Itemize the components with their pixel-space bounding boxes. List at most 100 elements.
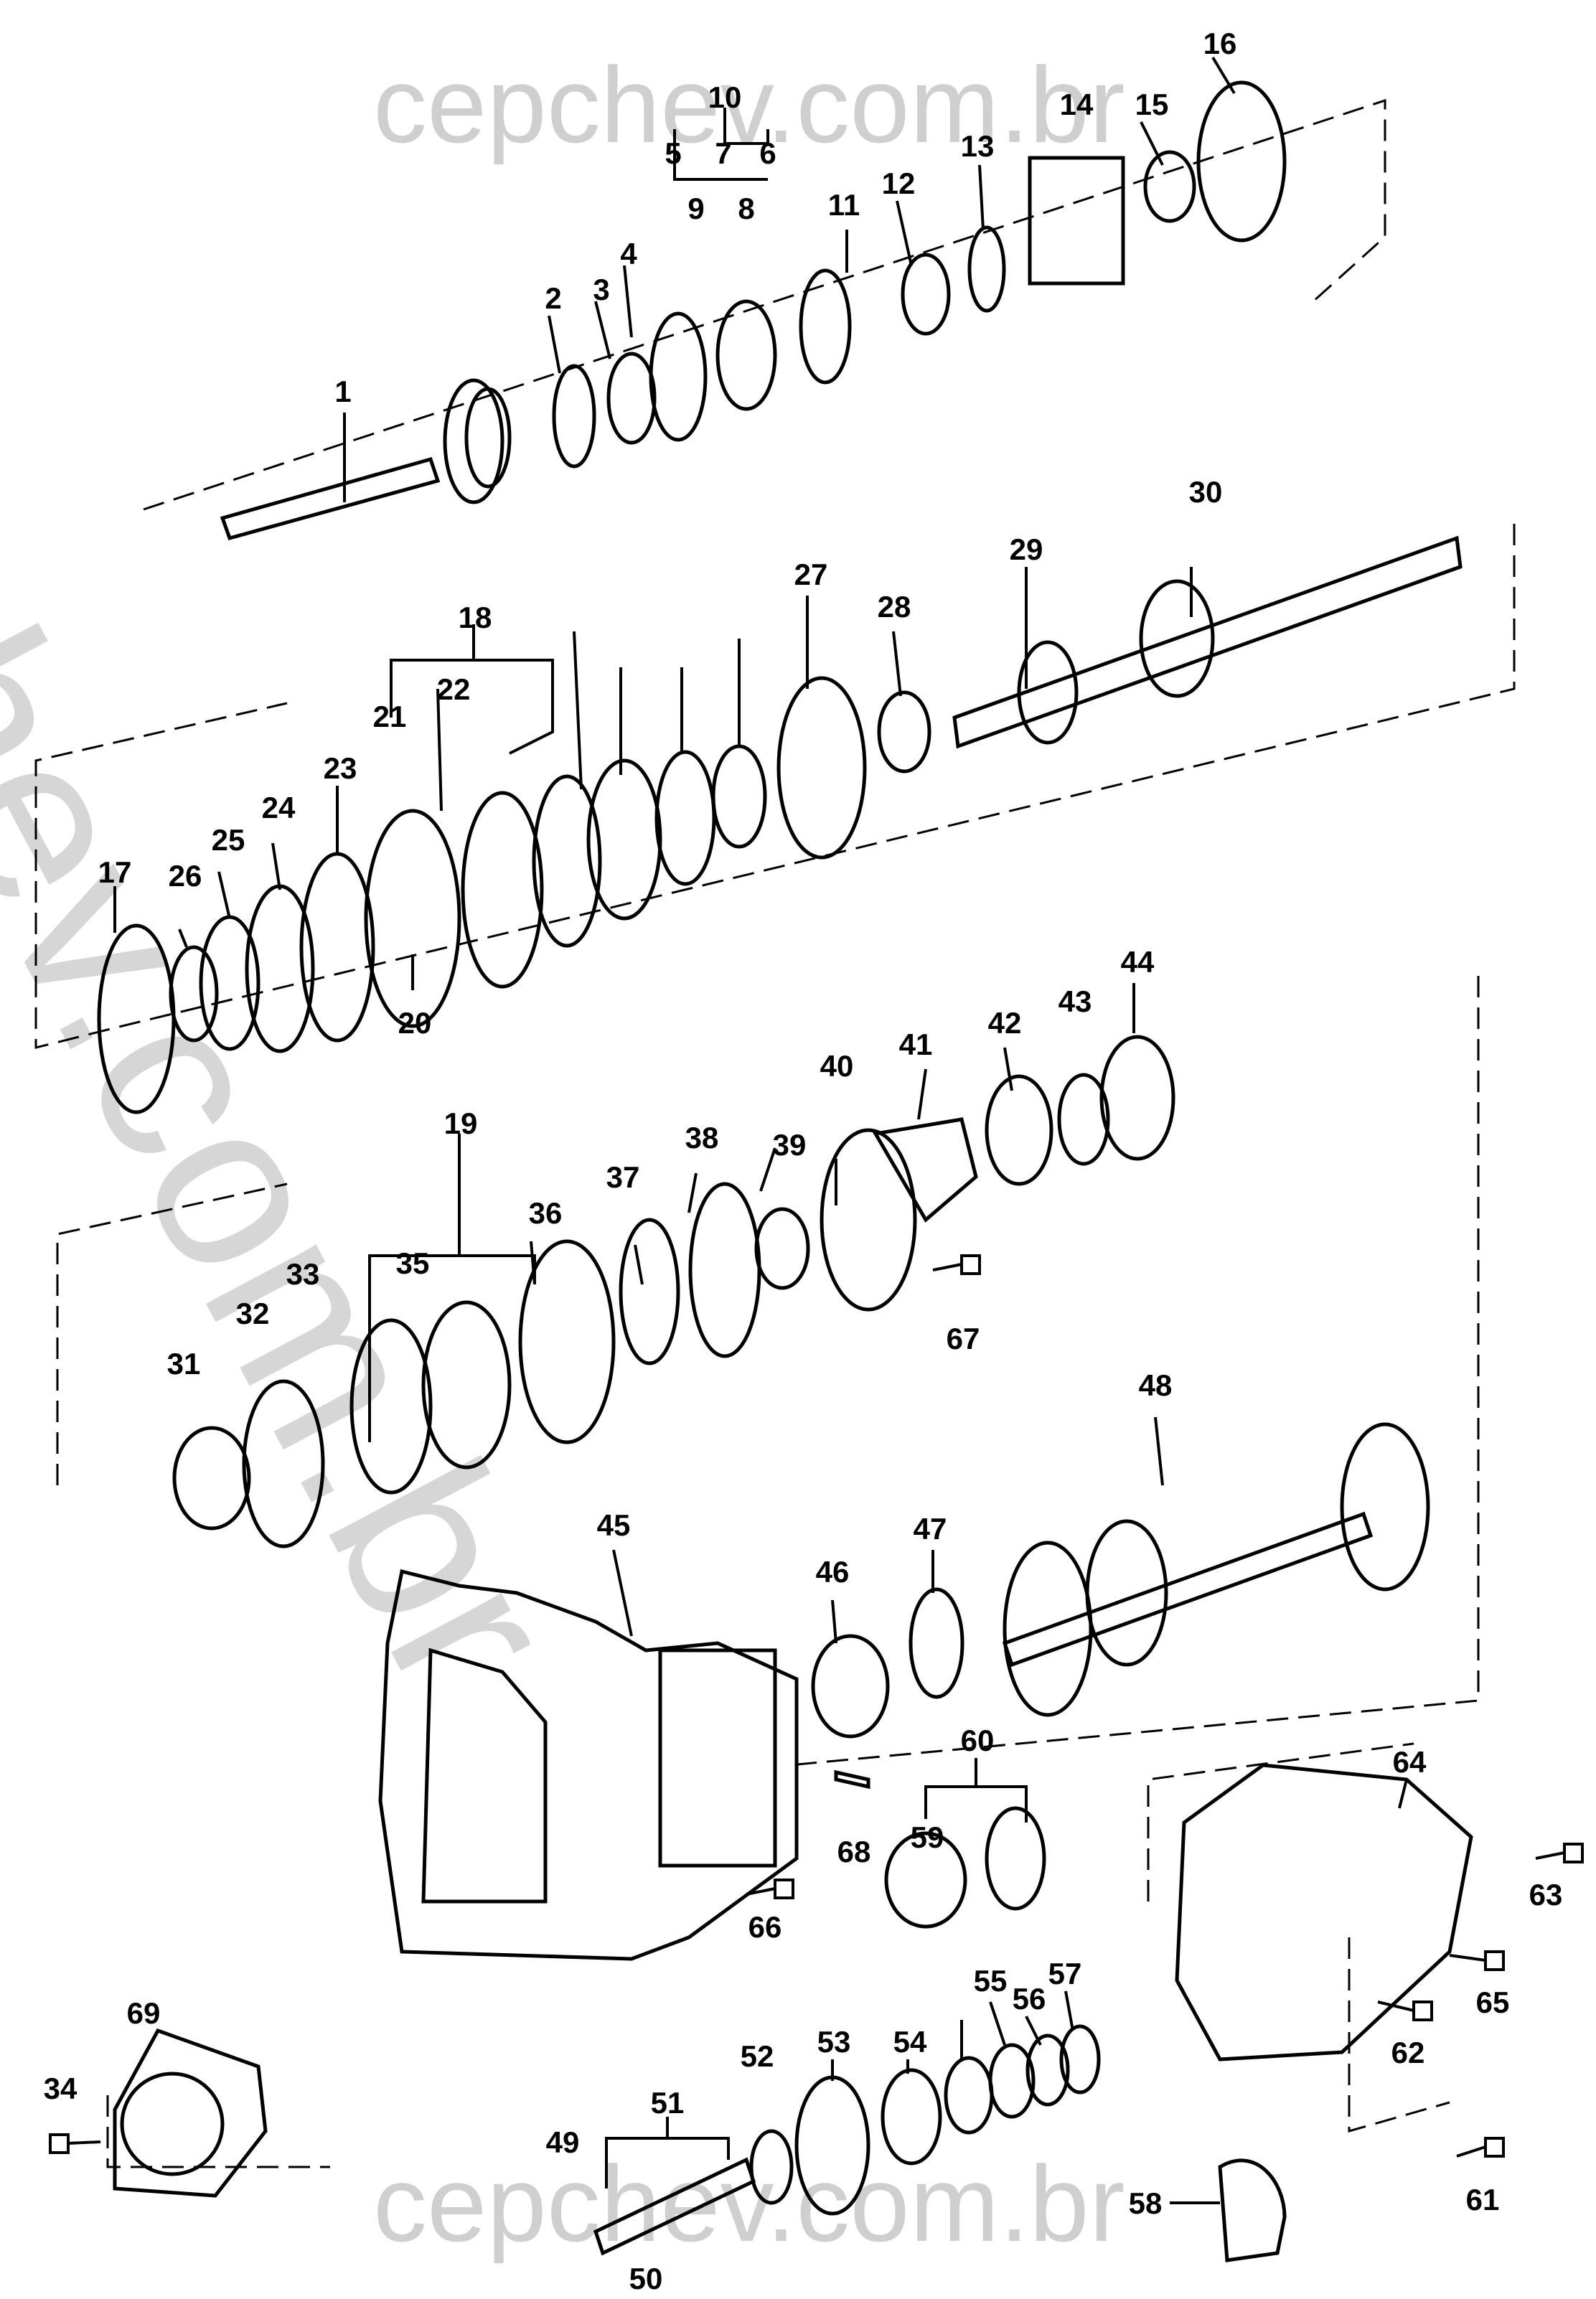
part-label: 42 bbox=[988, 1006, 1022, 1040]
gear-16 bbox=[1196, 80, 1287, 243]
bolt-63 bbox=[1535, 1843, 1584, 1863]
part-label: 23 bbox=[324, 751, 357, 785]
cover-69 bbox=[113, 2028, 268, 2198]
gear-44 bbox=[1099, 1035, 1175, 1161]
part-label: 62 bbox=[1391, 2036, 1425, 2069]
part-label: 58 bbox=[1129, 2186, 1163, 2220]
part-label: 61 bbox=[1466, 2183, 1500, 2216]
part-label: 41 bbox=[899, 1028, 933, 1061]
part-label: 26 bbox=[169, 859, 202, 893]
part-label: 53 bbox=[817, 2025, 851, 2059]
part-label: 29 bbox=[1010, 532, 1043, 566]
part-label: 69 bbox=[127, 1996, 161, 2030]
part-label: 49 bbox=[546, 2125, 580, 2159]
part-label: 35 bbox=[396, 1246, 430, 1280]
washer-43 bbox=[1057, 1073, 1110, 1166]
part-label: 66 bbox=[748, 1910, 782, 1944]
part-label: 64 bbox=[1393, 1745, 1427, 1779]
cover-69-opening bbox=[120, 2072, 225, 2176]
part-label: 54 bbox=[893, 2025, 927, 2059]
part-label: 25 bbox=[212, 823, 245, 857]
part-label: 8 bbox=[738, 192, 754, 225]
leader-lines bbox=[113, 56, 1408, 2204]
countershaft-48 bbox=[1002, 1422, 1430, 1717]
bearing-60 bbox=[985, 1806, 1046, 1911]
part-label: 55 bbox=[974, 1964, 1008, 1998]
part-label: 16 bbox=[1203, 27, 1237, 60]
bearing-cup-59 bbox=[884, 1831, 967, 1929]
plate-41 bbox=[873, 1117, 978, 1223]
bearing-28 bbox=[877, 690, 931, 774]
gear-53 bbox=[794, 2075, 870, 2216]
part-label: 38 bbox=[685, 1121, 719, 1155]
ring-35 bbox=[349, 1318, 433, 1495]
bolt-62 bbox=[1377, 2001, 1433, 2021]
part-label: 65 bbox=[1476, 1985, 1510, 2019]
axis-line-7 bbox=[1348, 1937, 1450, 2133]
snap-ring-13 bbox=[967, 225, 1006, 313]
axis-line-5 bbox=[1147, 1742, 1414, 1901]
part-label: 20 bbox=[398, 1006, 432, 1040]
axis-line-2 bbox=[34, 524, 1516, 1049]
part-label: 28 bbox=[878, 590, 911, 624]
synchro-ring-25 bbox=[654, 750, 716, 886]
shaft-50 bbox=[593, 2157, 756, 2256]
axis-line-1 bbox=[143, 98, 1386, 511]
part-label: 22 bbox=[437, 672, 471, 706]
mainshaft bbox=[952, 535, 1463, 749]
bearing-54 bbox=[881, 2068, 942, 2166]
part-label: 57 bbox=[1048, 1957, 1082, 1990]
part-label: 34 bbox=[44, 2072, 78, 2105]
part-label: 24 bbox=[262, 791, 296, 824]
needle-bearing bbox=[606, 352, 657, 445]
part-label: 32 bbox=[236, 1297, 270, 1330]
synchro-hub bbox=[649, 311, 708, 442]
part-label: 12 bbox=[882, 166, 916, 200]
sleeve bbox=[715, 299, 777, 411]
synchro-38 bbox=[688, 1182, 761, 1358]
bearing-15 bbox=[1143, 150, 1196, 223]
synchro-23 bbox=[532, 774, 602, 948]
bearing-12 bbox=[901, 253, 951, 336]
synchro-24 bbox=[586, 758, 662, 921]
bearing-cup-46 bbox=[811, 1634, 890, 1739]
part-label: 50 bbox=[629, 2262, 663, 2295]
part-label: 36 bbox=[529, 1196, 563, 1230]
part-label: 59 bbox=[911, 1820, 944, 1854]
key-68 bbox=[834, 1769, 870, 1790]
part-label: 33 bbox=[286, 1257, 320, 1291]
part-label: 15 bbox=[1135, 88, 1169, 121]
part-label: 21 bbox=[373, 700, 407, 733]
thrust-washer-26 bbox=[711, 744, 767, 849]
bolt-34 bbox=[49, 2133, 101, 2154]
part-label: 56 bbox=[1013, 1982, 1046, 2016]
part-label: 4 bbox=[620, 237, 637, 271]
bearing-31 bbox=[172, 1426, 251, 1531]
part-label: 48 bbox=[1139, 1368, 1173, 1402]
part-label: 18 bbox=[459, 601, 492, 634]
part-label: 7 bbox=[715, 136, 731, 170]
part-label: 67 bbox=[947, 1322, 980, 1355]
washer-52b bbox=[944, 2056, 994, 2135]
bearing-shell-box bbox=[1028, 156, 1125, 286]
part-label: 68 bbox=[837, 1835, 871, 1868]
part-label: 37 bbox=[606, 1160, 640, 1194]
gear-17 bbox=[97, 923, 176, 1114]
washer-56 bbox=[1025, 2034, 1070, 2107]
part-label: 31 bbox=[167, 1347, 201, 1381]
synchro-ring bbox=[552, 364, 596, 469]
washer-55 bbox=[988, 2043, 1036, 2119]
washer-26b bbox=[169, 945, 219, 1043]
bolt-67 bbox=[932, 1254, 981, 1275]
gear-40 bbox=[820, 1128, 917, 1312]
part-labels: 1 2 3 4 5 6 7 8 9 10 11 12 13 14 15 16 1… bbox=[44, 27, 1563, 2295]
sleeve-21 bbox=[364, 809, 461, 1028]
part-label: 30 bbox=[1189, 475, 1223, 509]
input-shaft bbox=[220, 378, 512, 541]
axis-line-4 bbox=[56, 1183, 288, 1485]
part-label: 6 bbox=[759, 136, 776, 170]
washer-52 bbox=[749, 2129, 794, 2205]
bolt-66 bbox=[746, 1879, 794, 1899]
bolt-65 bbox=[1449, 1950, 1505, 1971]
